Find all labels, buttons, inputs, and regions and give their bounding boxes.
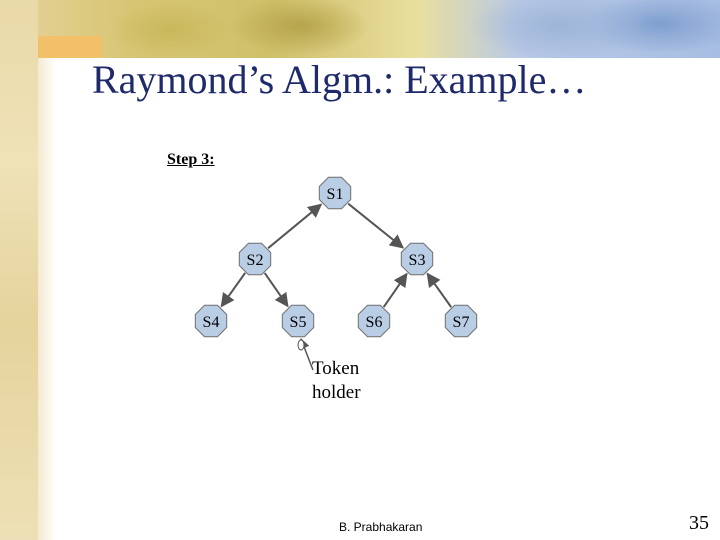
slide-title: Raymond’s Algm.: Example… bbox=[92, 57, 587, 102]
decorative-accent bbox=[22, 36, 102, 58]
token-holder-line: Token bbox=[312, 358, 360, 379]
node-s1: S1 bbox=[318, 176, 352, 210]
edge-s2-to-s4 bbox=[220, 272, 246, 308]
node-s3: S3 bbox=[400, 242, 434, 276]
node-label: S6 bbox=[366, 314, 383, 331]
node-label: S3 bbox=[409, 252, 426, 269]
node-s6: S6 bbox=[357, 304, 391, 338]
token-holder-annotation: Token holder bbox=[312, 357, 382, 405]
node-label: S5 bbox=[290, 314, 307, 331]
token-holder-line: holder bbox=[312, 382, 361, 403]
node-shape bbox=[281, 304, 315, 338]
author-footer: B. Prabhakaran bbox=[339, 520, 423, 534]
node-label: S7 bbox=[453, 314, 470, 331]
node-label: S4 bbox=[203, 314, 220, 331]
step-label: Step 3: bbox=[167, 151, 215, 168]
node-s4: S4 bbox=[194, 304, 228, 338]
decorative-sidebar-fade bbox=[38, 58, 56, 540]
edge-s2-to-s5 bbox=[263, 272, 289, 308]
node-s7: S7 bbox=[444, 304, 478, 338]
node-label: S1 bbox=[327, 186, 344, 203]
node-shape bbox=[444, 304, 478, 338]
edge-s7-to-s3 bbox=[426, 272, 452, 308]
node-shape bbox=[238, 242, 272, 276]
node-s2: S2 bbox=[238, 242, 272, 276]
edge-s2-to-s1 bbox=[267, 203, 323, 249]
node-shape bbox=[400, 242, 434, 276]
node-shape bbox=[194, 304, 228, 338]
node-s5: S5 bbox=[281, 304, 315, 338]
node-shape bbox=[318, 176, 352, 210]
token-holder-marker bbox=[297, 339, 305, 351]
slide-number: 35 bbox=[689, 512, 709, 534]
edge-s1-to-s3 bbox=[347, 202, 405, 249]
node-shape bbox=[357, 304, 391, 338]
edge-s6-to-s3 bbox=[382, 272, 408, 308]
decorative-banner bbox=[0, 0, 720, 58]
node-label: S2 bbox=[247, 252, 264, 269]
decorative-sidebar bbox=[0, 0, 38, 540]
